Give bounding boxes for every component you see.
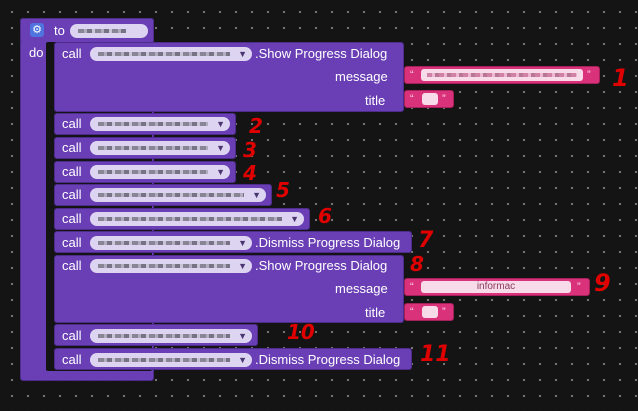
open-quote: “ [410, 69, 414, 81]
gear-icon[interactable]: ⚙ [30, 23, 44, 37]
title-text-field[interactable] [422, 93, 438, 105]
component-dropdown[interactable]: ▼ [90, 236, 252, 250]
chevron-down-icon: ▼ [290, 214, 299, 224]
close-quote: ” [442, 93, 446, 105]
call-keyword: call [62, 258, 82, 273]
message-socket-label: message [335, 281, 388, 296]
message-text: informac [476, 281, 516, 292]
message-socket-label: message [335, 69, 388, 84]
message-text-field[interactable] [421, 69, 583, 81]
annotation-9: 9 [594, 269, 611, 297]
message-string-block-1[interactable]: “ ” [404, 66, 600, 84]
open-quote: “ [410, 281, 414, 293]
title-socket-label: title [365, 305, 386, 320]
chevron-down-icon: ▼ [238, 238, 247, 248]
method-name: .Dismiss Progress Dialog [255, 235, 401, 250]
title-string-block-2[interactable]: “ ” [404, 303, 454, 321]
call-keyword: call [62, 187, 82, 202]
annotation-2: 2 [249, 114, 263, 138]
chevron-down-icon: ▼ [238, 331, 247, 341]
component-dropdown[interactable]: ▼ [90, 329, 252, 343]
call-keyword: call [62, 164, 82, 179]
chevron-down-icon: ▼ [238, 261, 247, 271]
call-keyword: call [62, 140, 82, 155]
chevron-down-icon: ▼ [238, 355, 247, 365]
annotation-1: 1 [612, 64, 629, 92]
title-string-block-1[interactable]: “ ” [404, 90, 454, 108]
close-quote: ” [587, 69, 591, 81]
annotation-6: 6 [318, 204, 332, 228]
title-text-field[interactable] [422, 306, 438, 318]
method-name: .Show Progress Dialog [255, 258, 388, 273]
method-name: .Dismiss Progress Dialog [255, 352, 401, 367]
call-keyword: call [62, 328, 82, 343]
procedure-keyword-do: do [29, 45, 44, 60]
chevron-down-icon: ▼ [252, 190, 261, 200]
annotation-4: 4 [243, 161, 257, 185]
procedure-keyword-to: to [54, 23, 65, 38]
call-keyword: call [62, 211, 82, 226]
close-quote: ” [442, 306, 446, 318]
call-keyword: call [62, 46, 82, 61]
annotation-3: 3 [243, 138, 257, 162]
annotation-7: 7 [418, 228, 434, 253]
component-dropdown[interactable]: ▼ [90, 47, 252, 61]
method-name: .Show Progress Dialog [255, 46, 388, 61]
annotation-11: 11 [420, 342, 451, 367]
open-quote: “ [410, 306, 414, 318]
title-socket-label: title [365, 93, 386, 108]
message-string-block-2[interactable]: “ informac ” [404, 278, 590, 296]
annotation-8: 8 [410, 252, 424, 276]
annotation-10: 10 [287, 320, 315, 344]
chevron-down-icon: ▼ [216, 119, 225, 129]
chevron-down-icon: ▼ [216, 143, 225, 153]
component-dropdown[interactable]: ▼ [90, 117, 230, 131]
component-dropdown[interactable]: ▼ [90, 165, 230, 179]
component-dropdown[interactable]: ▼ [90, 259, 252, 273]
close-quote: ” [577, 281, 581, 293]
call-keyword: call [62, 116, 82, 131]
message-text-field[interactable]: informac [421, 281, 571, 293]
component-dropdown[interactable]: ▼ [90, 141, 230, 155]
component-dropdown[interactable]: ▼ [90, 212, 304, 226]
call-keyword: call [62, 235, 82, 250]
component-dropdown[interactable]: ▼ [90, 353, 252, 367]
component-dropdown[interactable]: ▼ [90, 188, 266, 202]
chevron-down-icon: ▼ [238, 49, 247, 59]
open-quote: “ [410, 93, 414, 105]
procedure-name-field[interactable] [70, 24, 148, 38]
chevron-down-icon: ▼ [216, 167, 225, 177]
call-keyword: call [62, 352, 82, 367]
annotation-5: 5 [276, 178, 290, 202]
